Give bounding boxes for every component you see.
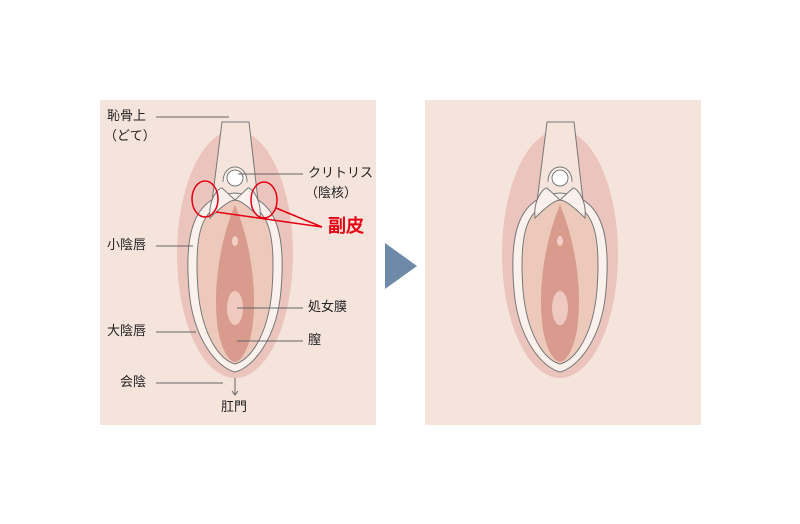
label-vagina: 膣: [308, 333, 322, 348]
after-diagram-panel: [425, 100, 701, 425]
arrow-right-icon: [385, 243, 417, 289]
label-anus: 肛門: [221, 400, 248, 415]
label-mons-pubis-alt: （どて）: [104, 129, 156, 144]
label-mons-pubis: 恥骨上: [107, 109, 147, 124]
anatomy-illustration-before: [156, 116, 323, 396]
label-perineum: 会陰: [120, 375, 147, 390]
label-hymen: 処女膜: [308, 300, 348, 315]
label-labia-majora: 大陰唇: [107, 324, 147, 339]
label-accessory-skin: 副皮: [328, 216, 364, 237]
anatomy-illustration-after: [501, 121, 619, 379]
label-labia-minora: 小陰唇: [107, 238, 147, 253]
label-clitoris: クリトリス: [308, 166, 374, 181]
label-clitoris-alt: （陰核）: [305, 186, 358, 201]
before-diagram-panel: 恥骨上 （どて） クリトリス （陰核） 副皮 小陰唇 処女膜 大陰唇 膣 会陰 …: [100, 100, 376, 425]
accessory-skin-highlight: [191, 180, 323, 228]
leader-lines: [156, 116, 303, 396]
